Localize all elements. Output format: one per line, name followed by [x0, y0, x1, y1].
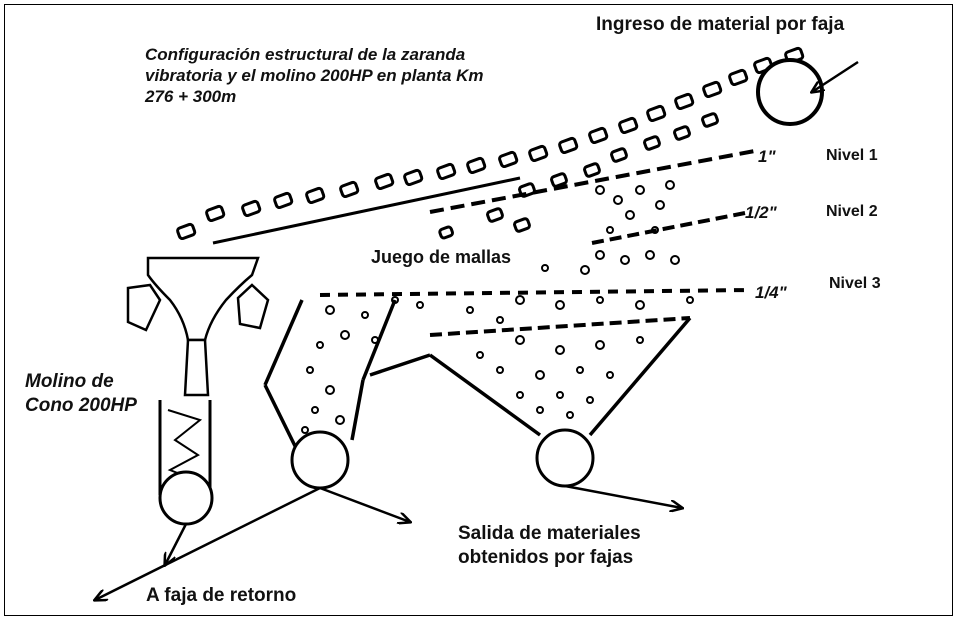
- diagram-title: Configuración estructural de la zaranda …: [145, 45, 484, 106]
- cone-crusher-label: Molino de Cono 200HP: [25, 371, 137, 416]
- feed-input-label: Ingreso de material por faja: [596, 14, 845, 35]
- diagram-frame: [4, 4, 953, 616]
- mesh-size-level-1: 1": [758, 147, 776, 166]
- level-2-label: Nivel 2: [826, 203, 878, 220]
- level-3-label: Nivel 3: [829, 275, 881, 292]
- screen-decks: [212, 148, 761, 337]
- fine-material: [301, 180, 694, 434]
- return-belt-label: A faja de retorno: [146, 585, 297, 606]
- crusher-chute: [158, 400, 214, 526]
- flow-arrows: [95, 60, 859, 600]
- output-label: Salida de materiales obtenidos por fajas: [458, 523, 641, 568]
- main-hopper: [369, 316, 692, 488]
- coarse-material: [176, 46, 805, 241]
- mesh-size-level-2: 1/2": [745, 203, 777, 222]
- mesh-size-level-3: 1/4": [755, 283, 787, 302]
- cone-crusher: [126, 256, 270, 397]
- level-1-label: Nivel 1: [826, 147, 878, 164]
- mesh-set-label: Juego de mallas: [371, 247, 512, 267]
